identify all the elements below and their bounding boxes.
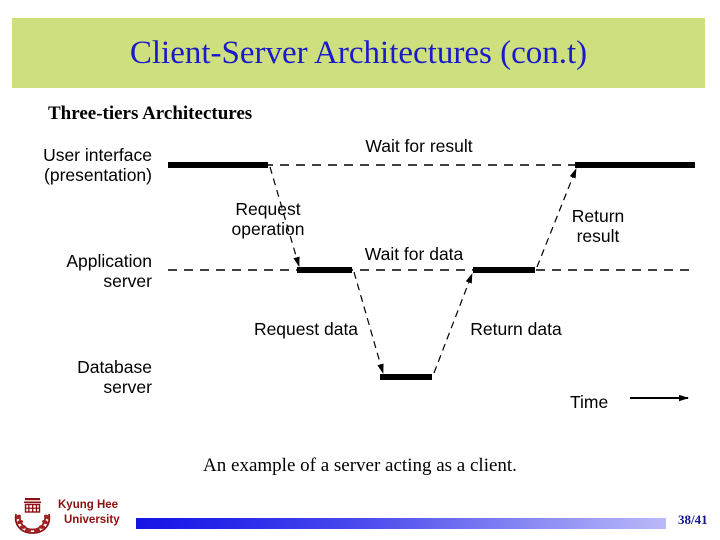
university-name: Kyung Hee University xyxy=(58,498,120,528)
message-label-request-operation-line1: Request xyxy=(235,199,300,219)
title-banner xyxy=(12,18,705,88)
message-arrow-return-data xyxy=(433,273,473,374)
wait-label-wait-for-result: Wait for result xyxy=(365,136,472,156)
tier-label-database-server-line2: server xyxy=(103,377,152,397)
slide-caption: An example of a server acting as a clien… xyxy=(203,455,517,476)
wait-label-wait-for-data: Wait for data xyxy=(365,244,464,264)
university-name-line2: University xyxy=(64,514,120,526)
message-arrow-return-result xyxy=(536,168,577,268)
slide-footer: Kyung Hee University xyxy=(0,492,720,540)
sequence-diagram: User interface (presentation) Applicatio… xyxy=(0,130,720,430)
message-arrow-request-data xyxy=(353,271,384,374)
message-label-return-result-line1: Return xyxy=(572,206,625,226)
time-axis-label: Time xyxy=(570,392,608,412)
tier-label-user-interface-line1: User interface xyxy=(43,145,152,165)
university-name-line1: Kyung Hee xyxy=(58,499,119,511)
page-number: 38/41 xyxy=(678,512,708,527)
page-title: Client-Server Architectures (con.t) xyxy=(129,34,588,71)
tier-label-application-server-line2: server xyxy=(103,271,152,291)
message-label-request-operation-line2: operation xyxy=(232,219,305,239)
tier-label-application-server-line1: Application xyxy=(66,251,152,271)
message-arrow-request-operation xyxy=(269,166,300,267)
tier-label-user-interface-line2: (presentation) xyxy=(44,165,152,185)
footer-gradient-bar xyxy=(136,518,666,529)
message-label-return-result-line2: result xyxy=(577,226,620,246)
section-subtitle: Three-tiers Architectures xyxy=(48,103,253,124)
tier-label-database-server-line1: Database xyxy=(77,357,152,377)
university-crest-icon xyxy=(9,495,56,537)
message-label-request-data: Request data xyxy=(254,319,358,339)
message-label-return-data: Return data xyxy=(470,319,562,339)
